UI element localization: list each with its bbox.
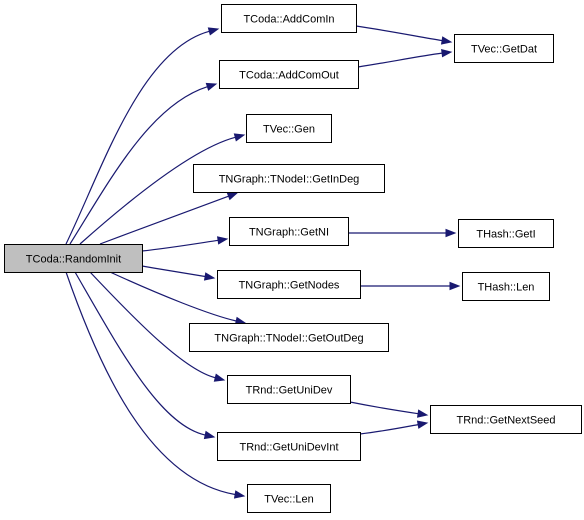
node-box (221, 4, 357, 33)
edge-line (349, 401, 419, 415)
arrowhead-icon (205, 82, 218, 91)
edge-line (99, 195, 229, 245)
node-label: TCoda::AddComIn (243, 14, 334, 26)
node-add-com-out[interactable]: TCoda::AddComOut (219, 60, 359, 89)
node-layer: TCoda::RandomInit TCoda::AddComInTCoda::A… (4, 4, 582, 513)
edge-line (79, 136, 236, 245)
node-box (217, 270, 361, 299)
node-label: TNGraph::GetNodes (239, 280, 340, 292)
node-box (217, 432, 361, 461)
edge-random-init-to-add-com-out (69, 82, 218, 245)
node-rnd-get-next-seed[interactable]: TRnd::GetNextSeed (430, 405, 582, 434)
node-label: TNGraph::GetNI (249, 227, 329, 239)
node-label: THash::Len (478, 282, 535, 294)
edge-line (355, 25, 443, 42)
node-label: TRnd::GetUniDev (246, 385, 333, 397)
node-rnd-get-uni-dev[interactable]: TRnd::GetUniDev (227, 375, 351, 404)
arrowhead-icon (203, 272, 216, 281)
node-hash-get-i[interactable]: THash::GetI (458, 219, 554, 248)
node-node-get-in-deg[interactable]: TNGraph::TNodeI::GetInDeg (193, 164, 385, 193)
node-label: TNGraph::TNodeI::GetOutDeg (214, 333, 363, 345)
node-label: TRnd::GetNextSeed (456, 415, 555, 427)
node-rnd-get-uni-dev-int[interactable]: TRnd::GetUniDevInt (217, 432, 361, 461)
node-hash-len[interactable]: THash::Len (462, 272, 550, 301)
node-node-get-out-deg[interactable]: TNGraph::TNodeI::GetOutDeg (189, 323, 389, 352)
node-box (229, 217, 349, 246)
node-box (462, 272, 550, 301)
edge-line (89, 271, 216, 379)
node-vec-gen[interactable]: TVec::Gen (246, 114, 332, 143)
node-box (454, 34, 554, 63)
edge-random-init-to-add-com-in (65, 27, 220, 245)
node-label: THash::GetI (476, 229, 535, 241)
node-box (227, 375, 351, 404)
edge-rnd-get-uni-dev-to-rnd-get-next-seed (349, 401, 429, 418)
edge-random-init-to-node-get-out-deg (109, 271, 247, 326)
node-label: TNGraph::TNodeI::GetInDeg (219, 174, 360, 186)
edge-random-init-to-vec-gen (79, 133, 246, 245)
edge-graph-get-ni-to-hash-get-i (348, 228, 457, 238)
node-box (193, 164, 385, 193)
arrowhead-icon (440, 36, 453, 45)
node-box (219, 60, 359, 89)
edge-graph-get-nodes-to-hash-len (359, 281, 461, 291)
node-vec-get-dat[interactable]: TVec::GetDat (454, 34, 554, 63)
edge-line (65, 271, 236, 496)
edge-line (141, 265, 206, 278)
arrowhead-icon (203, 430, 216, 440)
edge-random-init-to-graph-get-ni (141, 236, 229, 252)
node-box (4, 244, 143, 273)
arrowhead-icon (449, 281, 461, 291)
node-label: TVec::GetDat (471, 44, 537, 56)
node-add-com-in[interactable]: TCoda::AddComIn (221, 4, 357, 33)
edge-line (359, 424, 419, 435)
edge-add-com-out-to-vec-get-dat (357, 49, 453, 68)
node-box (189, 323, 389, 352)
node-graph-get-nodes[interactable]: TNGraph::GetNodes (217, 270, 361, 299)
edge-line (357, 52, 443, 68)
edge-line (141, 239, 219, 252)
edge-line (65, 30, 210, 245)
node-label: TCoda::RandomInit (26, 254, 121, 266)
arrowhead-icon (213, 373, 226, 382)
node-vec-len[interactable]: TVec::Len (247, 484, 331, 513)
arrowhead-icon (416, 409, 429, 418)
arrowhead-icon (207, 27, 220, 36)
arrowhead-icon (416, 420, 429, 429)
node-random-init[interactable]: TCoda::RandomInit (4, 244, 143, 273)
edge-line (69, 86, 208, 245)
node-label: TRnd::GetUniDevInt (239, 442, 338, 454)
edge-random-init-to-graph-get-nodes (141, 265, 216, 281)
arrowhead-icon (233, 490, 246, 499)
node-box (430, 405, 582, 434)
arrowhead-icon (233, 133, 246, 142)
arrowhead-icon (441, 49, 453, 58)
node-label: TCoda::AddComOut (239, 70, 339, 82)
node-box (458, 219, 554, 248)
edge-random-init-to-node-get-in-deg (99, 192, 239, 245)
node-label: TVec::Gen (263, 124, 315, 136)
node-graph-get-ni[interactable]: TNGraph::GetNI (229, 217, 349, 246)
edge-line (109, 271, 237, 322)
node-box (247, 484, 331, 513)
edge-rnd-get-uni-dev-int-to-rnd-get-next-seed (359, 420, 429, 435)
edge-add-com-in-to-vec-get-dat (355, 25, 453, 45)
node-box (246, 114, 332, 143)
edge-random-init-to-rnd-get-uni-dev (89, 271, 226, 382)
arrowhead-icon (445, 228, 457, 238)
edge-random-init-to-vec-len (65, 271, 246, 499)
arrowhead-icon (216, 236, 229, 245)
arrowhead-icon (226, 192, 239, 201)
edge-random-init-to-rnd-get-uni-dev-int (74, 271, 216, 440)
edge-line (74, 271, 206, 436)
node-label: TVec::Len (264, 494, 314, 506)
edge-layer (65, 25, 461, 499)
